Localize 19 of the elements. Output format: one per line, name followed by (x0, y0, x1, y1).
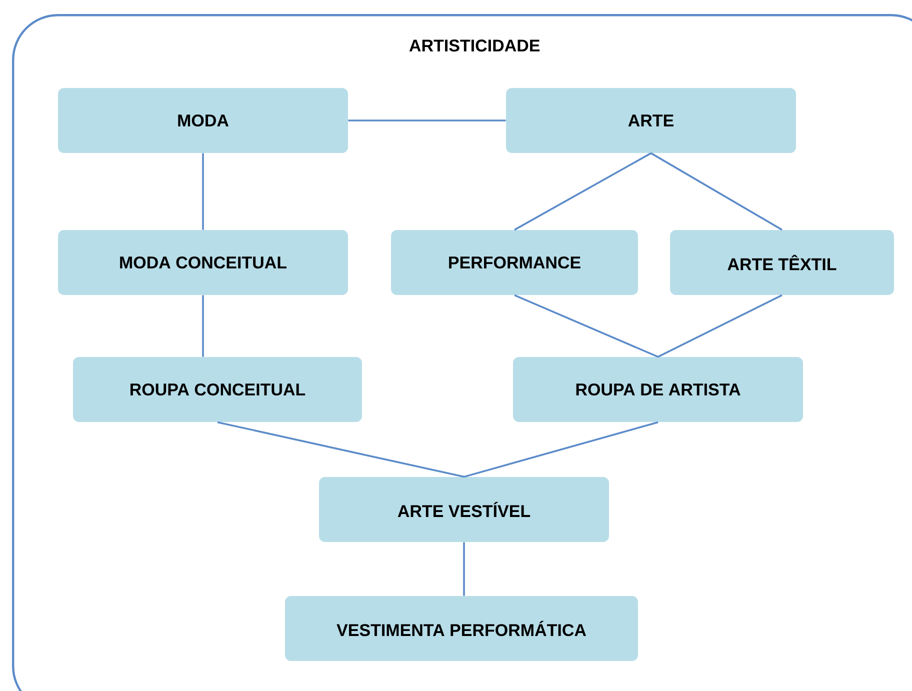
connector-line (658, 294, 782, 358)
concept-box: ARTE TÊXTIL (670, 230, 894, 295)
concept-box: ARTE VESTÍVEL (319, 477, 609, 542)
connector-line (217, 421, 464, 478)
connector-line (514, 294, 658, 358)
connector-line (463, 542, 465, 596)
concept-box: VESTIMENTA PERFORMÁTICA (285, 596, 638, 661)
connector-line (514, 152, 652, 231)
concept-box: ARTE (506, 88, 796, 153)
concept-box: ROUPA CONCEITUAL (73, 357, 362, 422)
connector-line (650, 152, 782, 231)
connector-line (464, 421, 658, 478)
concept-box: MODA (58, 88, 348, 153)
concept-box: PERFORMANCE (391, 230, 638, 295)
connector-line (348, 120, 506, 122)
concept-box: MODA CONCEITUAL (58, 230, 348, 295)
concept-box: ROUPA DE ARTISTA (513, 357, 803, 422)
connector-line (202, 295, 204, 357)
connector-line (202, 153, 204, 230)
